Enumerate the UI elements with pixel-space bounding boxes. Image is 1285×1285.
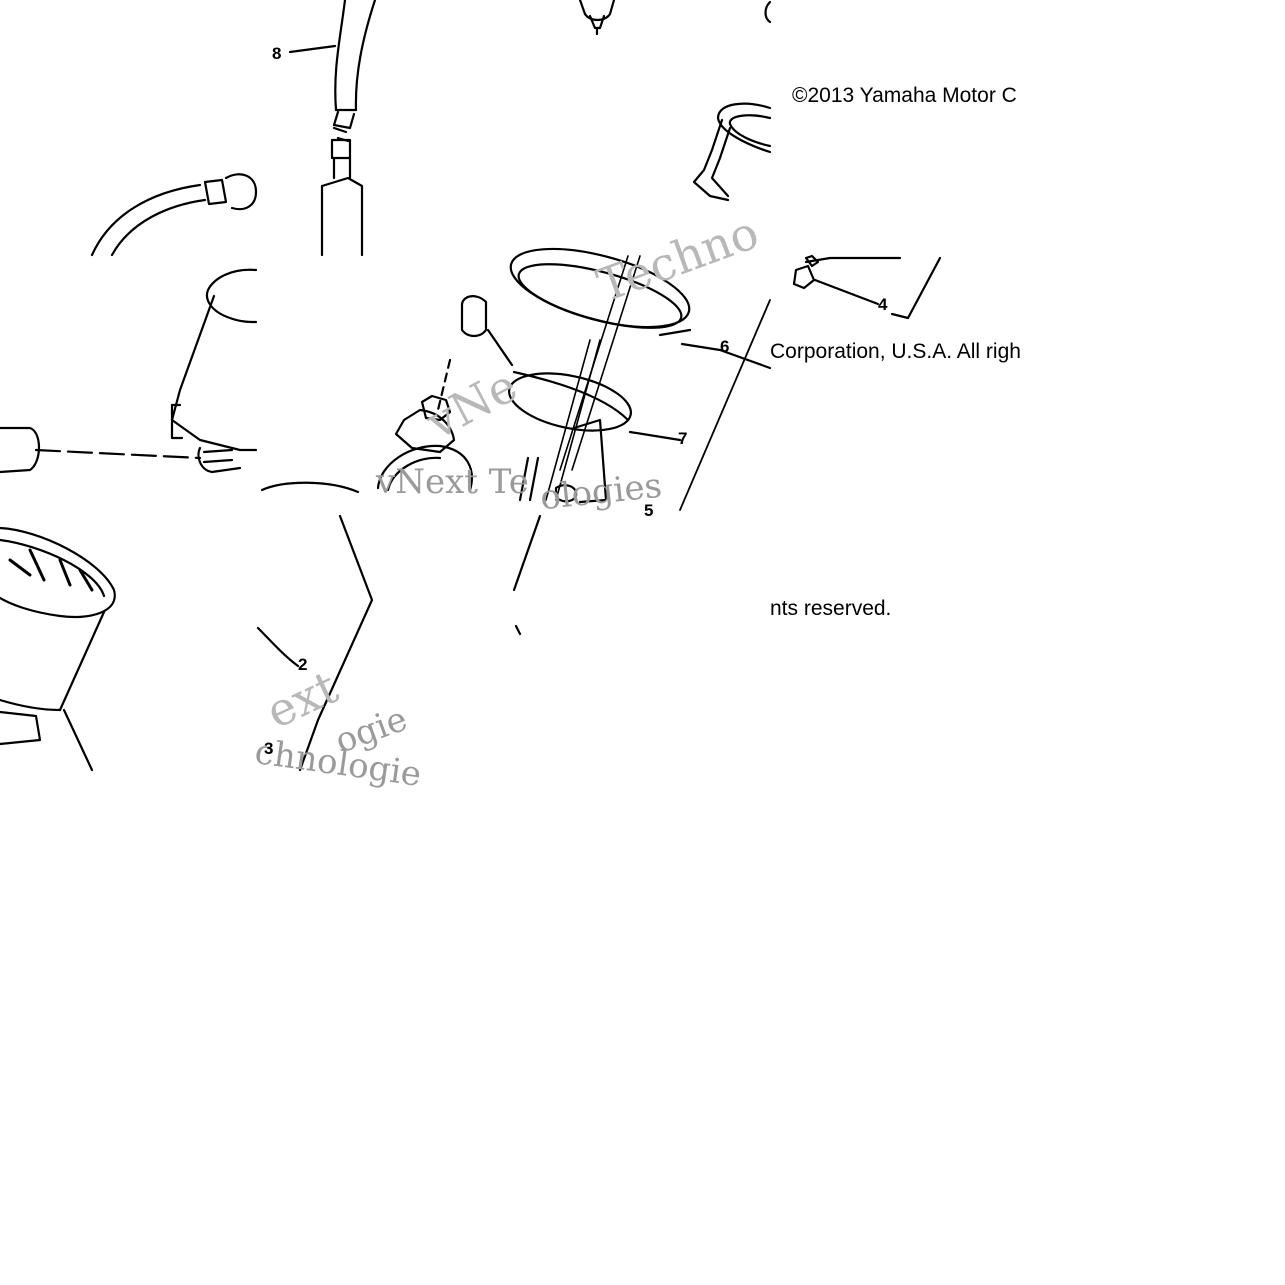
hose-drawing [90, 173, 258, 257]
callout-4: 4 [878, 295, 888, 314]
cable-drawing [288, 0, 377, 257]
socket-bulb-drawing [260, 295, 514, 494]
lower-line-drawing [512, 514, 542, 636]
callout-7: 7 [678, 429, 688, 448]
nuts-drawing [792, 254, 942, 320]
copyright-fragment-3: nts reserved. [770, 597, 892, 620]
lower-bracket-drawing [256, 514, 374, 772]
callout-3: 3 [264, 739, 274, 758]
watermark-fragment-a: vNext Te [376, 462, 529, 502]
gauge-body-drawing [0, 526, 116, 772]
callout-2: 2 [298, 655, 308, 674]
gauge-housing-drawing [0, 268, 258, 474]
bracket-ring-drawing [692, 102, 772, 202]
rings-screws-drawing [508, 247, 772, 511]
callout-5: 5 [644, 501, 654, 520]
callout-8: 8 [272, 44, 282, 63]
fitting-top-drawing [578, 0, 772, 36]
copyright-fragment-2: Corporation, U.S.A. All righ [770, 340, 1021, 363]
callout-6: 6 [720, 337, 730, 356]
copyright-fragment-1: ©2013 Yamaha Motor C [792, 84, 1017, 107]
